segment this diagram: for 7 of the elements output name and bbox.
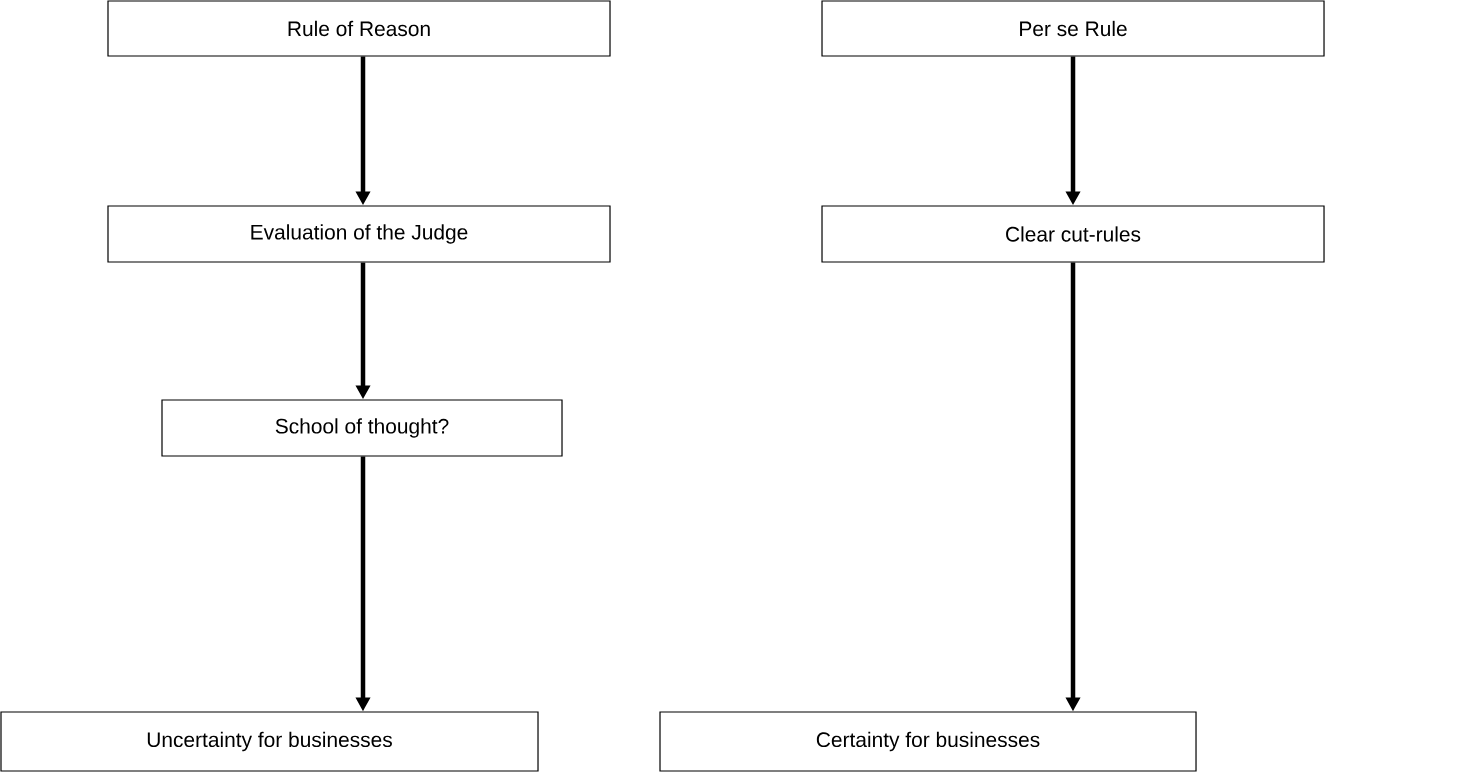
process-box: Per se Rule <box>821 0 1325 57</box>
process-box: Evaluation of the Judge <box>107 205 611 263</box>
process-box: Uncertainty for businesses <box>0 711 539 772</box>
process-box: Clear cut-rules <box>821 205 1325 263</box>
process-box: Certainty for businesses <box>659 711 1197 772</box>
process-box: Rule of Reason <box>107 0 611 57</box>
process-box: School of thought? <box>161 399 563 457</box>
